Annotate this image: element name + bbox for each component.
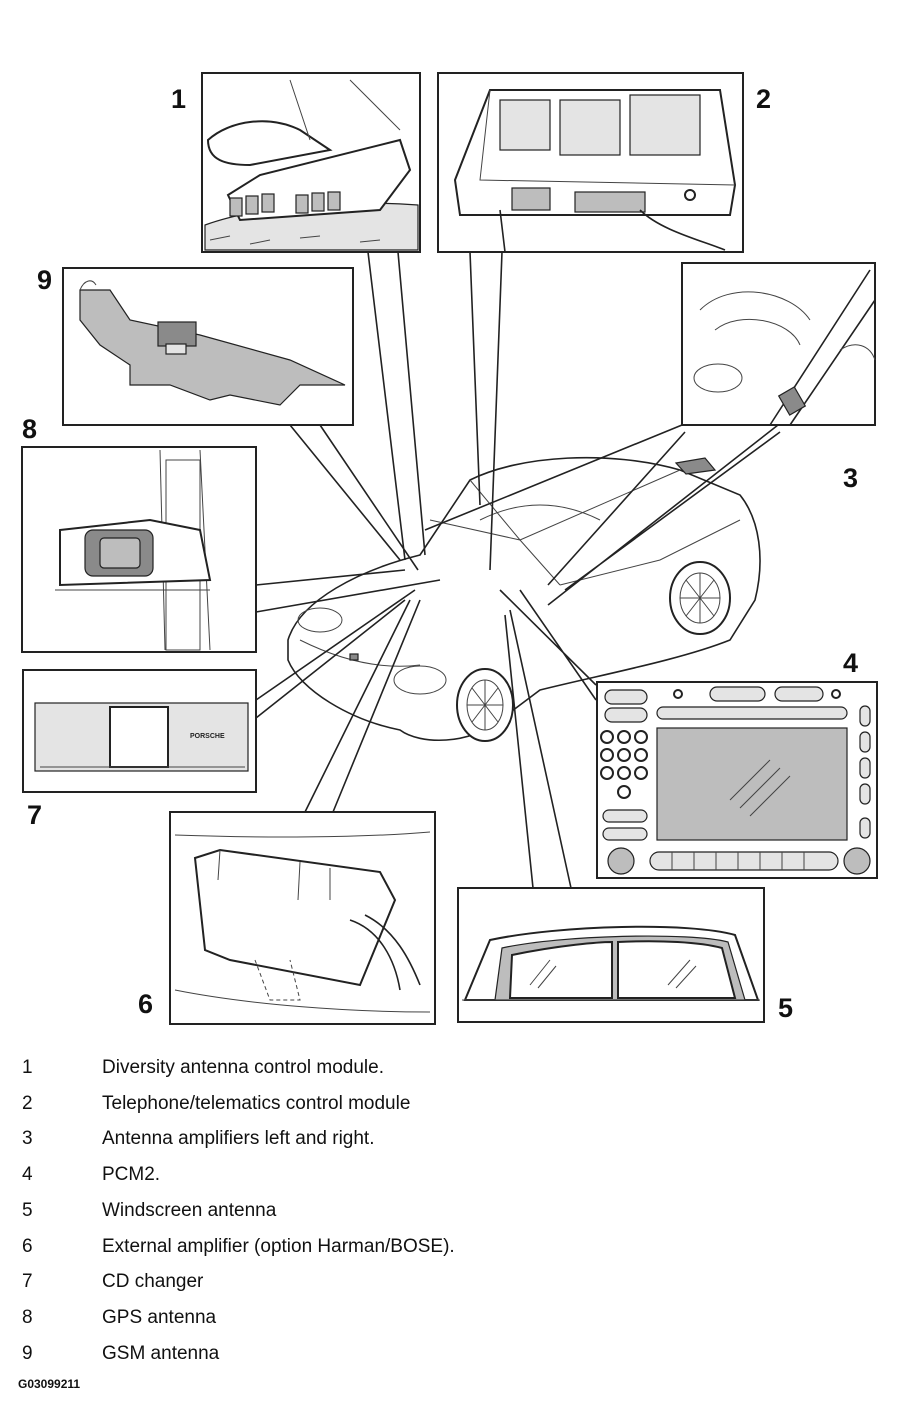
callout-4: 4 [843, 648, 859, 678]
legend-number: 5 [22, 1200, 33, 1221]
panel-2-telematics-module [437, 72, 744, 253]
legend-number: 7 [22, 1271, 33, 1292]
panel-8-gps-antenna [21, 446, 257, 653]
panel-7-cd-changer: PORSCHE [22, 669, 257, 793]
component-location-diagram: PORSCHE [21, 72, 878, 1025]
pcm-keypad [600, 730, 648, 799]
legend-item: 6 External amplifier (option Harman/BOSE… [0, 1236, 900, 1266]
panel-1-diversity-module [201, 72, 421, 253]
legend-number: 2 [22, 1093, 33, 1114]
car-illustration [287, 456, 761, 742]
callout-9: 9 [37, 265, 53, 295]
callout-3: 3 [843, 463, 859, 493]
legend-text: External amplifier (option Harman/BOSE). [102, 1236, 455, 1257]
callout-8: 8 [22, 414, 38, 444]
legend-text: GPS antenna [102, 1307, 217, 1328]
callout-2: 2 [756, 84, 772, 114]
callout-7: 7 [27, 800, 43, 830]
legend-item: 5 Windscreen antenna [0, 1200, 900, 1230]
legend-item: 1 Diversity antenna control module. [0, 1057, 900, 1087]
legend-text: CD changer [102, 1271, 204, 1292]
panel-6-external-amplifier [169, 811, 436, 1025]
callout-5: 5 [778, 993, 794, 1023]
figure-code: G03099211 [18, 1377, 81, 1391]
legend-item: 4 PCM2. [0, 1164, 900, 1194]
legend-item: 8 GPS antenna [0, 1307, 900, 1337]
legend-text: Antenna amplifiers left and right. [102, 1128, 375, 1149]
legend-item: 7 CD changer [0, 1271, 900, 1301]
legend-text: GSM antenna [102, 1343, 220, 1364]
panel-3-antenna-amplifier [681, 262, 876, 426]
legend-number: 9 [22, 1343, 33, 1364]
callout-1: 1 [171, 84, 187, 114]
callout-6: 6 [138, 989, 154, 1019]
panel-9-gsm-antenna [62, 267, 354, 426]
legend-text: Telephone/telematics control module [102, 1093, 411, 1114]
cd-brand-label: PORSCHE [190, 733, 225, 740]
legend-text: Windscreen antenna [102, 1200, 277, 1221]
legend-item: 3 Antenna amplifiers left and right. [0, 1128, 900, 1158]
legend-text: PCM2. [102, 1164, 161, 1185]
legend-item: 2 Telephone/telematics control module [0, 1093, 900, 1123]
legend-number: 6 [22, 1236, 33, 1257]
legend-number: 4 [22, 1164, 33, 1185]
panel-5-windscreen-antenna [457, 887, 765, 1023]
legend-text: Diversity antenna control module. [102, 1057, 384, 1078]
legend-number: 8 [22, 1307, 33, 1328]
leader-lines [255, 251, 781, 889]
legend-number: 3 [22, 1128, 33, 1149]
legend-item: 9 GSM antenna [0, 1343, 900, 1373]
legend-number: 1 [22, 1057, 33, 1078]
panel-4-pcm2 [596, 681, 878, 879]
